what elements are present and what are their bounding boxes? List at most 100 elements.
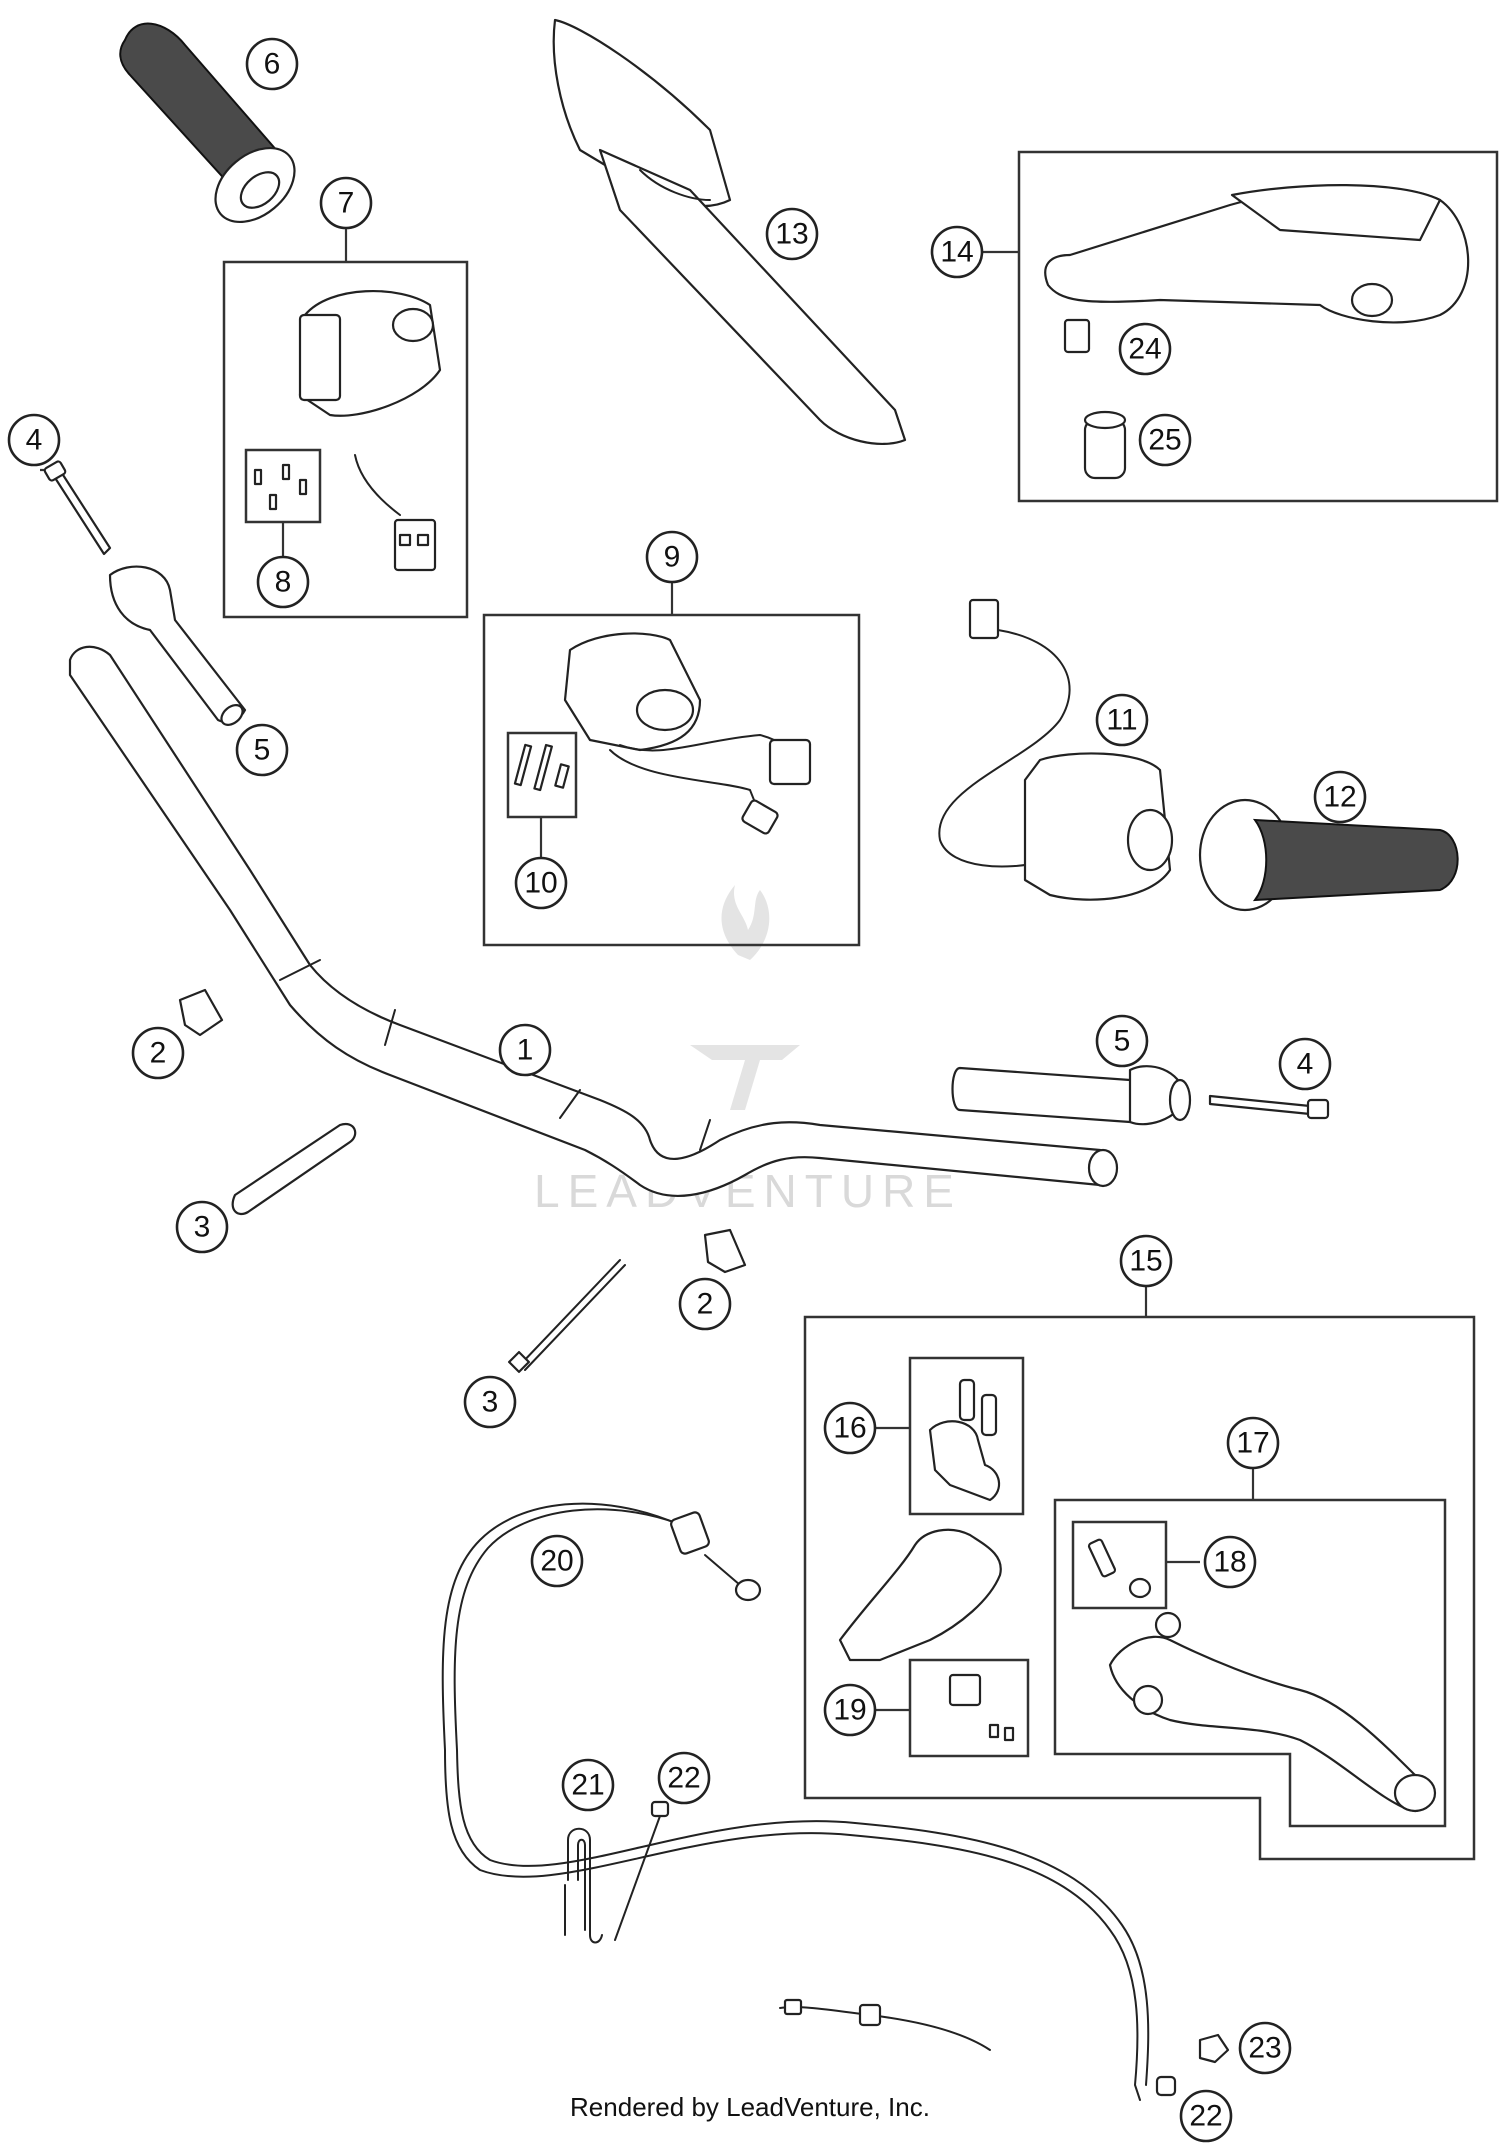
nut-part [1198, 2033, 1230, 2064]
callout-9: 9 [645, 530, 699, 584]
handlebar-part [68, 645, 1119, 1197]
callout-label-12: 12 [1323, 781, 1356, 814]
callout-6: 6 [245, 37, 299, 91]
callout-16: 16 [823, 1401, 877, 1455]
hand-guard-left-part [552, 18, 907, 445]
callout-label-4-left: 4 [26, 424, 43, 457]
callout-22-lower: 22 [1179, 2089, 1233, 2143]
callout-2-right: 2 [678, 1277, 732, 1331]
clutch-cable-part [441, 1502, 1150, 2101]
callout-7: 7 [319, 176, 373, 230]
sleeve-25-part [1083, 410, 1127, 480]
cable-tie-left-part [231, 1122, 357, 1216]
callout-label-25: 25 [1148, 424, 1181, 457]
callout-4-right: 4 [1278, 1037, 1332, 1091]
right-switch-part [938, 598, 1174, 901]
callout-24: 24 [1118, 322, 1172, 376]
callout-10: 10 [514, 856, 568, 910]
callout-label-16: 16 [833, 1412, 866, 1445]
left-switch-part [298, 289, 442, 572]
callout-label-4-right: 4 [1297, 1048, 1314, 1081]
footer-credit: Rendered by LeadVenture, Inc. [570, 2092, 930, 2122]
clamp-left-part [178, 988, 224, 1037]
callout-8: 8 [256, 555, 310, 609]
group-box-18 [1071, 1520, 1168, 1610]
bar-end-weight-left-part [108, 565, 247, 726]
callout-2-left: 2 [131, 1026, 185, 1080]
callout-label-21: 21 [571, 1769, 604, 1802]
callout-label-23: 23 [1248, 2032, 1281, 2065]
callout-label-6: 6 [264, 48, 281, 81]
callout-13: 13 [765, 207, 819, 261]
group-box-8 [244, 448, 322, 524]
callout-label-18: 18 [1213, 1546, 1246, 1579]
callout-label-11: 11 [1106, 704, 1137, 737]
group-box-16 [908, 1356, 1025, 1516]
callout-5-left: 5 [235, 723, 289, 777]
hand-guard-right-part [1044, 184, 1470, 324]
callout-label-22-upper: 22 [667, 1762, 700, 1795]
callout-3-left: 3 [175, 1200, 229, 1254]
group-box-14 [1017, 150, 1499, 503]
callout-label-7: 7 [338, 187, 355, 220]
callout-4-left: 4 [7, 413, 61, 467]
watermark-logo [690, 885, 800, 1110]
callout-21: 21 [561, 1758, 615, 1812]
callout-14: 14 [930, 225, 984, 279]
group-box-17 [1053, 1498, 1447, 1828]
callout-label-3-right: 3 [482, 1386, 499, 1419]
kill-switch-part [563, 632, 812, 835]
callout-label-8: 8 [275, 566, 292, 599]
callout-12: 12 [1313, 770, 1367, 824]
callout-18: 18 [1203, 1535, 1257, 1589]
callout-3-right: 3 [463, 1375, 517, 1429]
throttle-grip-part [1198, 798, 1459, 912]
callout-label-20: 20 [540, 1545, 573, 1578]
clutch-lever-part [1108, 1611, 1437, 1813]
callout-label-10: 10 [524, 867, 557, 900]
group-box-15 [803, 1315, 1476, 1861]
callout-label-9: 9 [664, 541, 681, 574]
callout-17: 17 [1226, 1416, 1280, 1470]
adjusting-screw-upper-part [614, 1800, 670, 1941]
group-box-19 [908, 1658, 1030, 1758]
screw-right-part [1208, 1094, 1330, 1120]
callout-11: 11 [1095, 693, 1149, 747]
callout-23: 23 [1238, 2021, 1292, 2075]
switch-screw-set-part [253, 463, 308, 511]
leader-lines [40, 228, 1255, 1712]
callout-label-3-left: 3 [194, 1211, 211, 1244]
callout-15: 15 [1119, 1234, 1173, 1288]
spacer-24-part [1063, 318, 1091, 354]
cable-holder-part [564, 1827, 603, 1944]
callout-label-17: 17 [1236, 1427, 1269, 1460]
callout-label-24: 24 [1128, 333, 1161, 366]
left-grip-part [119, 22, 296, 224]
callout-label-22-lower: 22 [1189, 2100, 1222, 2133]
callout-19: 19 [823, 1683, 877, 1737]
mounting-kit-19-part [948, 1673, 1015, 1742]
screw-left-part [43, 460, 112, 556]
callout-label-14: 14 [940, 236, 973, 269]
clutch-housing-part [838, 1528, 1002, 1662]
callout-label-2-right: 2 [697, 1288, 714, 1321]
screw-kit-10-part [513, 743, 570, 792]
clamp-right-part [703, 1228, 747, 1274]
callout-label-13: 13 [775, 218, 808, 251]
callout-label-5-right: 5 [1114, 1025, 1131, 1058]
clamp-kit-16-part [928, 1378, 1001, 1502]
callout-1: 1 [498, 1023, 552, 1077]
callout-label-5-left: 5 [254, 734, 271, 767]
callout-label-15: 15 [1129, 1245, 1162, 1278]
callout-25: 25 [1138, 413, 1192, 467]
bar-end-weight-right-part [951, 1065, 1192, 1126]
adjuster-kit-18-part [1087, 1538, 1152, 1599]
callout-5-right: 5 [1095, 1014, 1149, 1068]
callout-22-upper: 22 [657, 1751, 711, 1805]
adjusting-screw-lower-part [1155, 2075, 1177, 2097]
cable-tie-right-part [508, 1259, 626, 1373]
callout-20: 20 [530, 1534, 584, 1588]
callout-label-19: 19 [833, 1694, 866, 1727]
callout-label-2-left: 2 [150, 1037, 167, 1070]
